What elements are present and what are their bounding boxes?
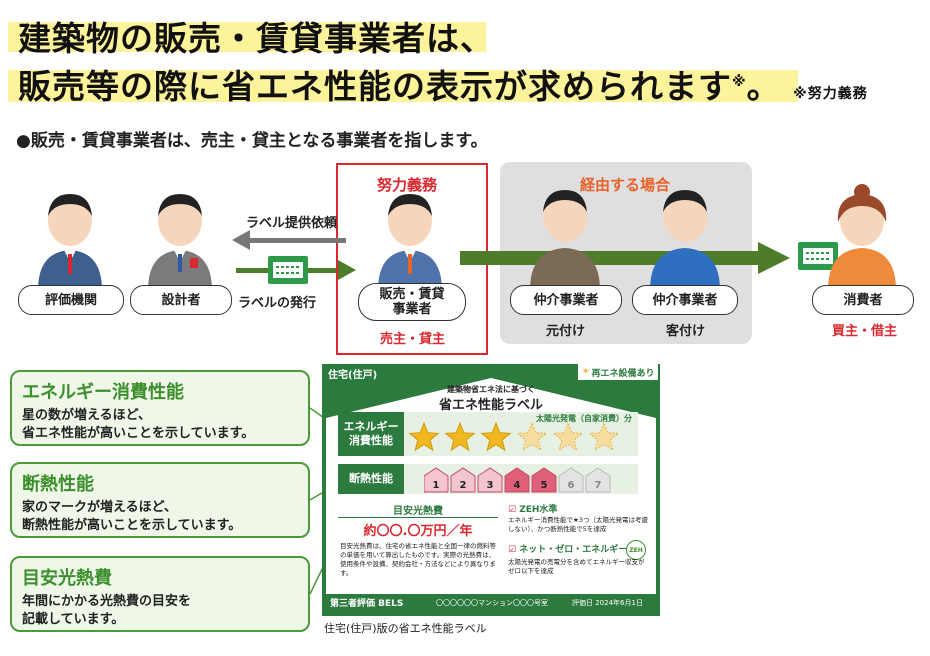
bullet-text: ●販売・賃貸事業者は、売主・貸主となる事業者を指します。 — [16, 131, 488, 151]
intermediary-title: 経由する場合 — [580, 176, 671, 194]
insulation-house-icon: 4 — [504, 467, 530, 493]
person-consumer-icon — [828, 184, 896, 290]
label-zeh-title: ☑ ZEH水準 — [508, 502, 557, 515]
headline-highlight-1 — [8, 22, 486, 52]
callout-energy-desc-1: 星の数が増えるほど、 — [22, 408, 151, 423]
person-label-evaluator: 評価機関 — [18, 285, 124, 315]
request-label: ラベル提供依頼 — [246, 216, 338, 231]
request-arrowhead — [232, 230, 250, 250]
label-netzero-desc: 太陽光発電の売電分を含めてエネルギー収支がゼロ以下を達成 — [508, 558, 645, 575]
callout-insulation-desc-2: 断熱性能が高いことを示しています。 — [22, 518, 242, 533]
svg-text:3: 3 — [487, 480, 494, 491]
person-designer-icon — [148, 194, 212, 290]
headline-line-1: 建築物の販売・賃貸事業者は、 — [18, 19, 494, 58]
label-housing-type: 住宅(住戸) — [328, 370, 378, 381]
label-cost-value: 約〇〇.〇万円／年 — [363, 524, 473, 539]
label-doc-icon — [268, 256, 308, 284]
star-icon — [480, 421, 512, 452]
person-label-agent-client: 仲介事業者 — [632, 285, 738, 315]
label-doc-icon-consumer — [798, 242, 838, 270]
label-insulation-row-head: 断熱性能 — [338, 464, 404, 494]
star-icon — [444, 421, 476, 452]
label-renewable-badge: ☀再エネ設備あり — [578, 364, 658, 380]
insulation-house-icon: 6 — [558, 467, 584, 493]
headline-period: 。 — [746, 67, 781, 106]
headline-line-2-text: 販売等の際に省エネ性能の表示が求められます — [18, 67, 732, 106]
label-energy-row-head: エネルギー 消費性能 — [338, 412, 404, 456]
person-label-consumer: 消費者 — [812, 285, 914, 315]
callout-insulation-desc-1: 家のマークが増えるほど、 — [22, 500, 177, 515]
renewable-sun-icon: ☀ — [581, 367, 590, 377]
energy-label-card: 住宅(住戸) ☀再エネ設備あり 建築物省エネ法に基づく 省エネ性能ラベル エネル… — [322, 364, 660, 616]
consumer-sub: 買主・借主 — [832, 324, 898, 339]
svg-text:2: 2 — [460, 480, 467, 491]
person-agent-origin-icon — [530, 190, 600, 290]
callout-energy-desc-2: 省エネ性能が高いことを示しています。 — [22, 426, 255, 441]
insulation-house-icon: 5 — [531, 467, 557, 493]
label-footer-left: 第三者評価 BELS — [330, 599, 404, 609]
label-netzero-title: ☑ ネット・ゼロ・エネルギー — [508, 542, 627, 555]
svg-text:1: 1 — [433, 480, 440, 491]
label-cost-title: 目安光熱費 — [338, 502, 498, 518]
callout-energy-title: エネルギー消費性能 — [22, 382, 184, 403]
callout-insulation: 断熱性能 家のマークが増えるほど、 断熱性能が高いことを示しています。 — [10, 462, 310, 538]
headline-asterisk: ※ — [732, 74, 747, 90]
callout-cost-title: 目安光熱費 — [22, 568, 112, 589]
person-label-designer: 設計者 — [130, 285, 232, 315]
label-zeh-desc: エネルギー消費性能で★3つ（太陽光発電は考慮しない）、かつ断熱性能で5を達成 — [508, 516, 648, 533]
insulation-house-icon: 2 — [450, 467, 476, 493]
label-netzero-badge: ZEH — [626, 540, 646, 560]
effort-title: 努力義務 — [377, 176, 438, 194]
label-insulation-houses: 1 2 3 4 5 6 7 — [424, 467, 611, 493]
seller-sub: 売主・貸主 — [380, 332, 446, 347]
star-icon — [588, 421, 620, 452]
renewable-text: 再エネ設備あり — [591, 368, 655, 379]
callout-insulation-title: 断熱性能 — [22, 474, 94, 495]
effort-note: ※努力義務 — [793, 86, 868, 102]
flow-diagram — [38, 184, 896, 290]
headline-highlight-2 — [8, 70, 798, 102]
label-subtitle: 建築物省エネ法に基づく — [447, 385, 535, 394]
person-seller-icon — [378, 194, 442, 290]
agent-origin-sub: 元付け — [546, 324, 586, 339]
callout-cost: 目安光熱費 年間にかかる光熱費の目安を 記載しています。 — [10, 556, 310, 632]
label-title: 省エネ性能ラベル — [438, 398, 543, 413]
callout-cost-desc-1: 年間にかかる光熱費の目安を — [22, 594, 192, 609]
svg-text:6: 6 — [568, 480, 575, 491]
label-solar-note: 太陽光発電（自家消費）分 — [536, 414, 632, 423]
zeh-check-icon: ☑ — [508, 505, 517, 515]
person-agent-client-icon — [650, 190, 720, 290]
headline-line-2: 販売等の際に省エネ性能の表示が求められます※。 ※努力義務 — [18, 60, 868, 108]
insulation-house-icon: 1 — [424, 467, 449, 493]
issue-label: ラベルの発行 — [238, 296, 317, 311]
insulation-house-icon: 3 — [477, 467, 503, 493]
star-icon — [516, 421, 548, 452]
callout-energy: エネルギー消費性能 星の数が増えるほど、 省エネ性能が高いことを示しています。 — [10, 370, 310, 446]
label-netzero-title-text: ネット・ゼロ・エネルギー — [519, 545, 628, 555]
label-footer-right: 評価日 2024年6月1日 — [572, 599, 643, 607]
svg-text:4: 4 — [514, 480, 521, 491]
star-icon — [552, 421, 584, 452]
agent-client-sub: 客付け — [666, 324, 706, 339]
star-icon — [408, 421, 440, 452]
label-caption: 住宅(住戸)版の省エネ性能ラベル — [324, 622, 487, 635]
insulation-house-icon: 7 — [585, 467, 611, 493]
label-stars — [408, 421, 620, 452]
callout-cost-desc-2: 記載しています。 — [22, 612, 125, 627]
label-footer-mid: 〇〇〇〇〇〇マンション〇〇〇号室 — [436, 599, 548, 607]
netzero-check-icon: ☑ — [508, 545, 517, 555]
svg-text:5: 5 — [541, 480, 548, 491]
person-label-seller: 販売・賃貸 事業者 — [358, 283, 466, 321]
request-arrow — [248, 238, 346, 243]
svg-text:7: 7 — [595, 480, 602, 491]
label-zeh-title-text: ZEH水準 — [519, 505, 558, 515]
label-cost-desc: 目安光熱費は、住宅の省エネ性能と全国一律の燃料等の単価を用いて算出したものです。… — [340, 542, 496, 577]
person-label-agent-origin: 仲介事業者 — [510, 285, 622, 315]
main-flow-arrowhead — [758, 242, 790, 274]
issue-arrowhead — [338, 260, 356, 280]
person-evaluator-icon — [38, 194, 102, 290]
